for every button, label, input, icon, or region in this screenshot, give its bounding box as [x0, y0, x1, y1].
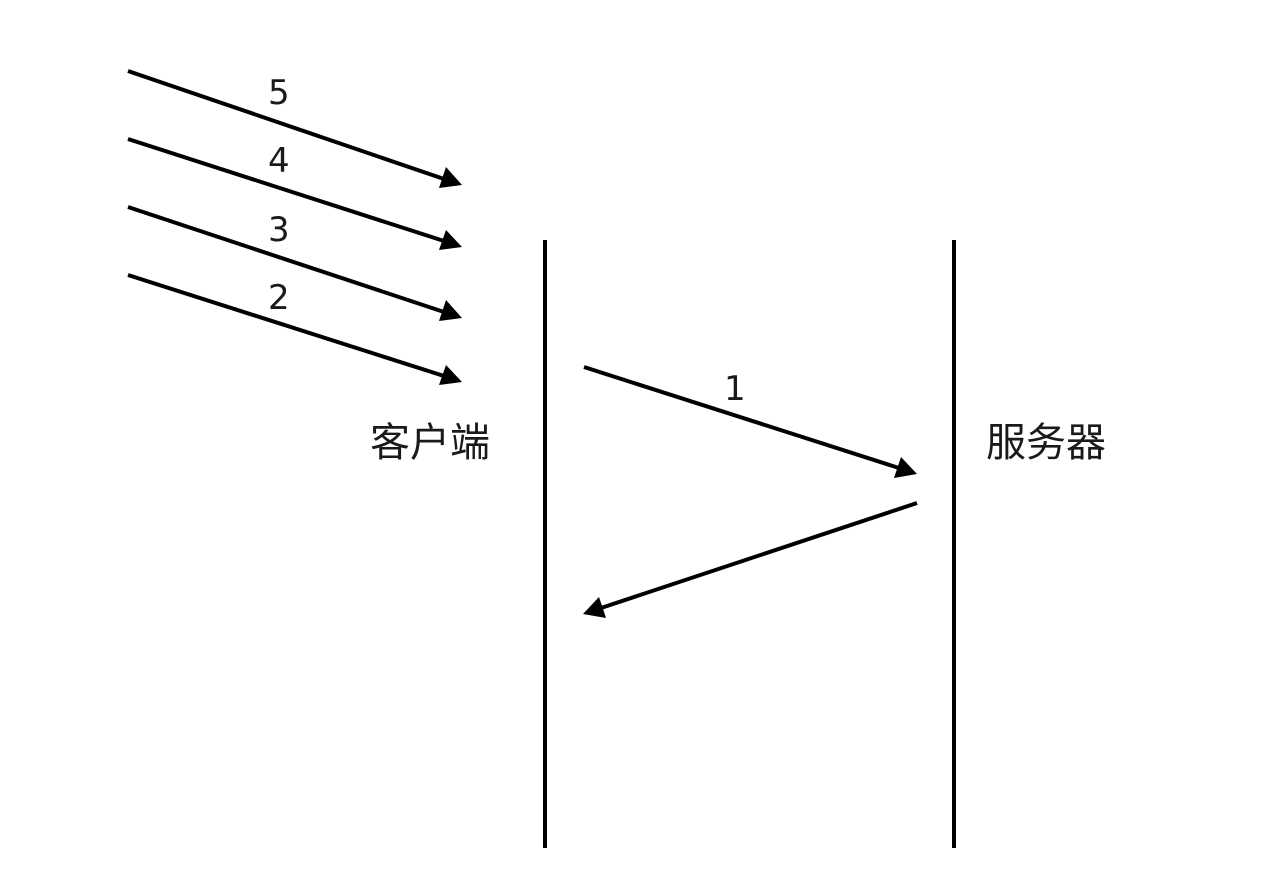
arrow-1-shaft [583, 365, 900, 470]
arrow-3-head [439, 300, 462, 321]
response-arrow [583, 501, 918, 618]
arrow-3-shaft [127, 205, 445, 314]
response-arrow-shaft [600, 501, 918, 610]
response-arrow-head [583, 597, 606, 618]
message-label-3: 3 [268, 210, 290, 250]
message-arrow-1 [583, 365, 917, 478]
arrow-2-shaft [127, 273, 445, 378]
arrow-4-shaft [127, 137, 445, 243]
arrow-2-head [439, 365, 462, 385]
message-arrow-2 [127, 273, 462, 385]
message-label-1: 1 [724, 369, 746, 409]
arrow-5-head [439, 167, 462, 188]
client-label: 客户端 [370, 420, 490, 466]
arrow-5-shaft [127, 69, 445, 181]
arrow-1-head [894, 457, 917, 478]
message-arrow-4 [127, 137, 462, 250]
server-label: 服务器 [986, 420, 1106, 466]
message-arrow-5 [127, 69, 462, 188]
message-label-2: 2 [268, 278, 290, 318]
message-label-5: 5 [268, 73, 290, 113]
message-arrow-3 [127, 205, 462, 321]
message-label-4: 4 [268, 141, 290, 181]
arrow-4-head [439, 230, 462, 250]
